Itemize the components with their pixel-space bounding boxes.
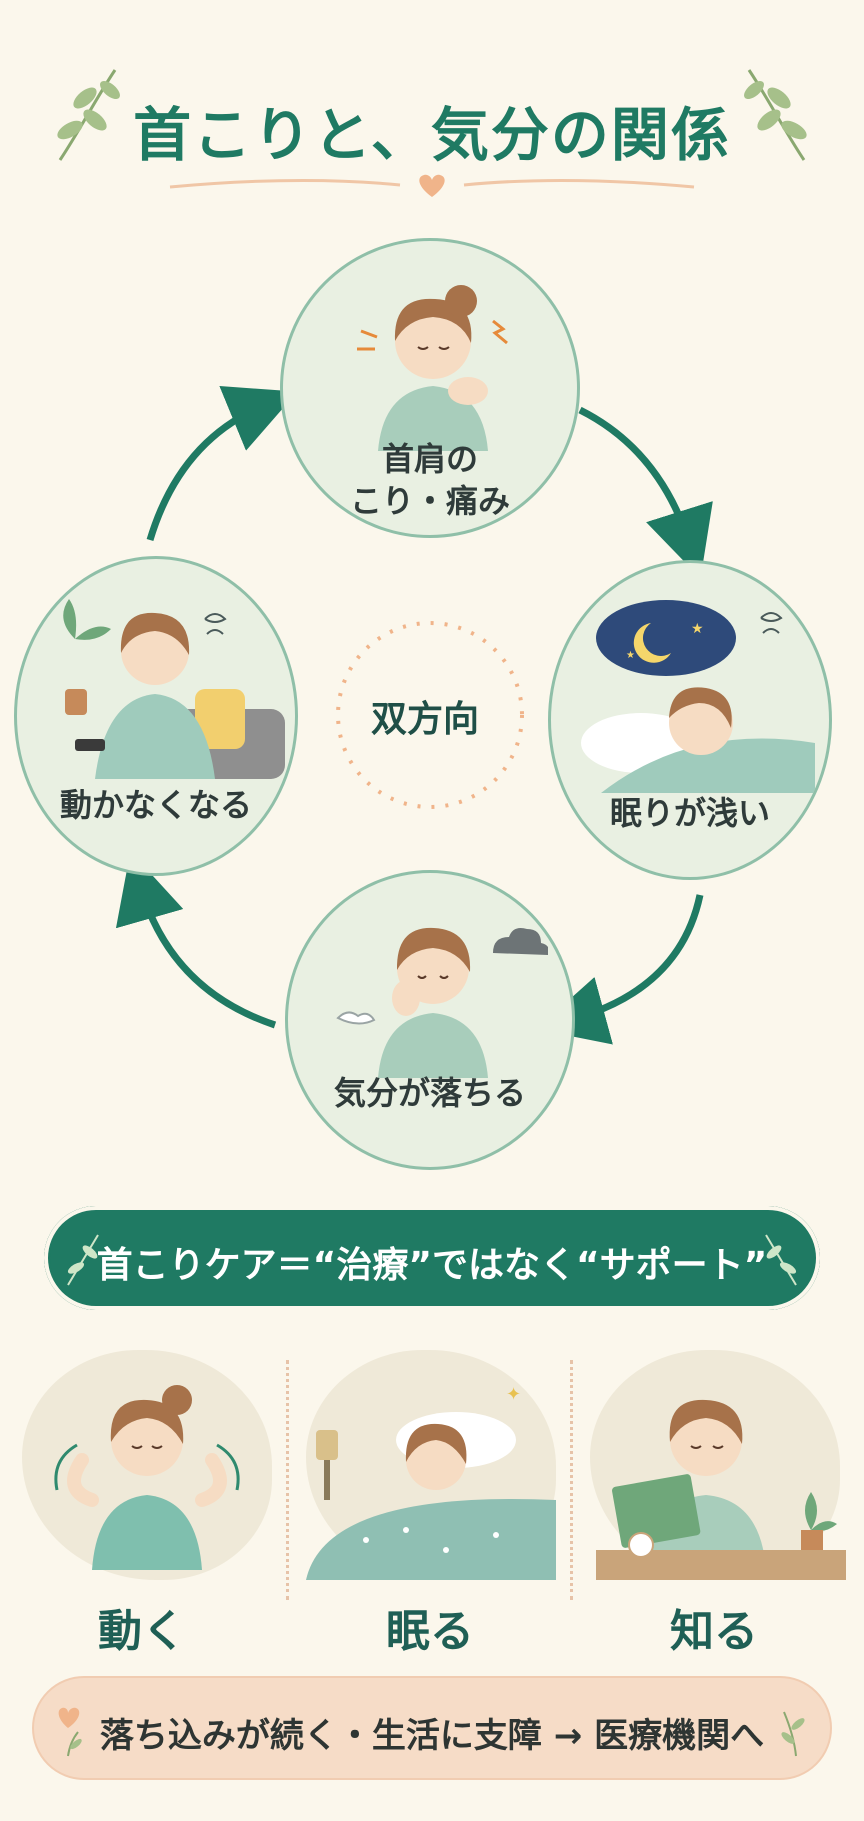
node-label-inactivity: 動かなくなる [59, 786, 252, 824]
care-label-move: 動く [98, 1606, 186, 1657]
node-label-neck-pain-line1: 首肩の [381, 440, 478, 478]
cycle-node-mood-drop: 気分が落ちる [285, 870, 575, 1170]
cycle-node-inactivity: 動かなくなる [14, 556, 298, 876]
medical-advice-footer: 落ち込みが続く・生活に支障 → 医療機関へ [32, 1676, 832, 1780]
care-banner: 首こりケア＝“治療”ではなく“サポート” [44, 1206, 820, 1310]
neck-pain-woman-icon [357, 285, 508, 451]
sleeping-woman-icon: ★ ★ [581, 600, 815, 793]
cycle-node-shallow-sleep: ★ ★ 眠りが浅い [548, 560, 832, 880]
sleeping-in-bed-icon: ✦ [306, 1384, 556, 1580]
bidirectional-label: 双方向 [370, 699, 479, 740]
svg-text:✦: ✦ [506, 1384, 521, 1405]
cycle-node-neck-pain: 首肩の こり・痛み [280, 238, 580, 538]
heart-leaf-left-icon [58, 1707, 82, 1757]
leaf-sprig-right-icon [744, 69, 807, 161]
footer-text: 落ち込みが続く・生活に支障 → 医療機関へ [99, 1716, 765, 1756]
node-label-shallow-sleep: 眠りが浅い [609, 794, 770, 832]
stretching-woman-icon [54, 1385, 240, 1570]
sad-woman-icon [336, 927, 548, 1078]
title-underline-heart-icon [169, 174, 695, 197]
banner-text: 首こりケア＝“治療”ではなく“サポート” [96, 1245, 768, 1286]
node-label-mood-drop: 気分が落ちる [333, 1074, 526, 1112]
reading-woman-icon [596, 1399, 846, 1580]
care-divider-2 [570, 1360, 573, 1600]
svg-text:★: ★ [626, 650, 635, 661]
care-divider-1 [286, 1360, 289, 1600]
care-label-sleep: 眠る [386, 1606, 474, 1657]
banner-leaf-left-icon [67, 1234, 99, 1286]
leaf-right-icon [781, 1711, 805, 1757]
inactive-woman-on-sofa-icon [63, 599, 285, 779]
svg-text:★: ★ [691, 621, 704, 637]
banner-leaf-right-icon [765, 1234, 797, 1286]
cycle-arrows [115, 385, 713, 1045]
node-label-neck-pain-line2: こり・痛み [349, 482, 510, 520]
page-title: 首こりと、気分の関係 [133, 101, 731, 169]
leaf-sprig-left-icon [57, 69, 120, 161]
care-label-learn: 知る [670, 1606, 758, 1657]
